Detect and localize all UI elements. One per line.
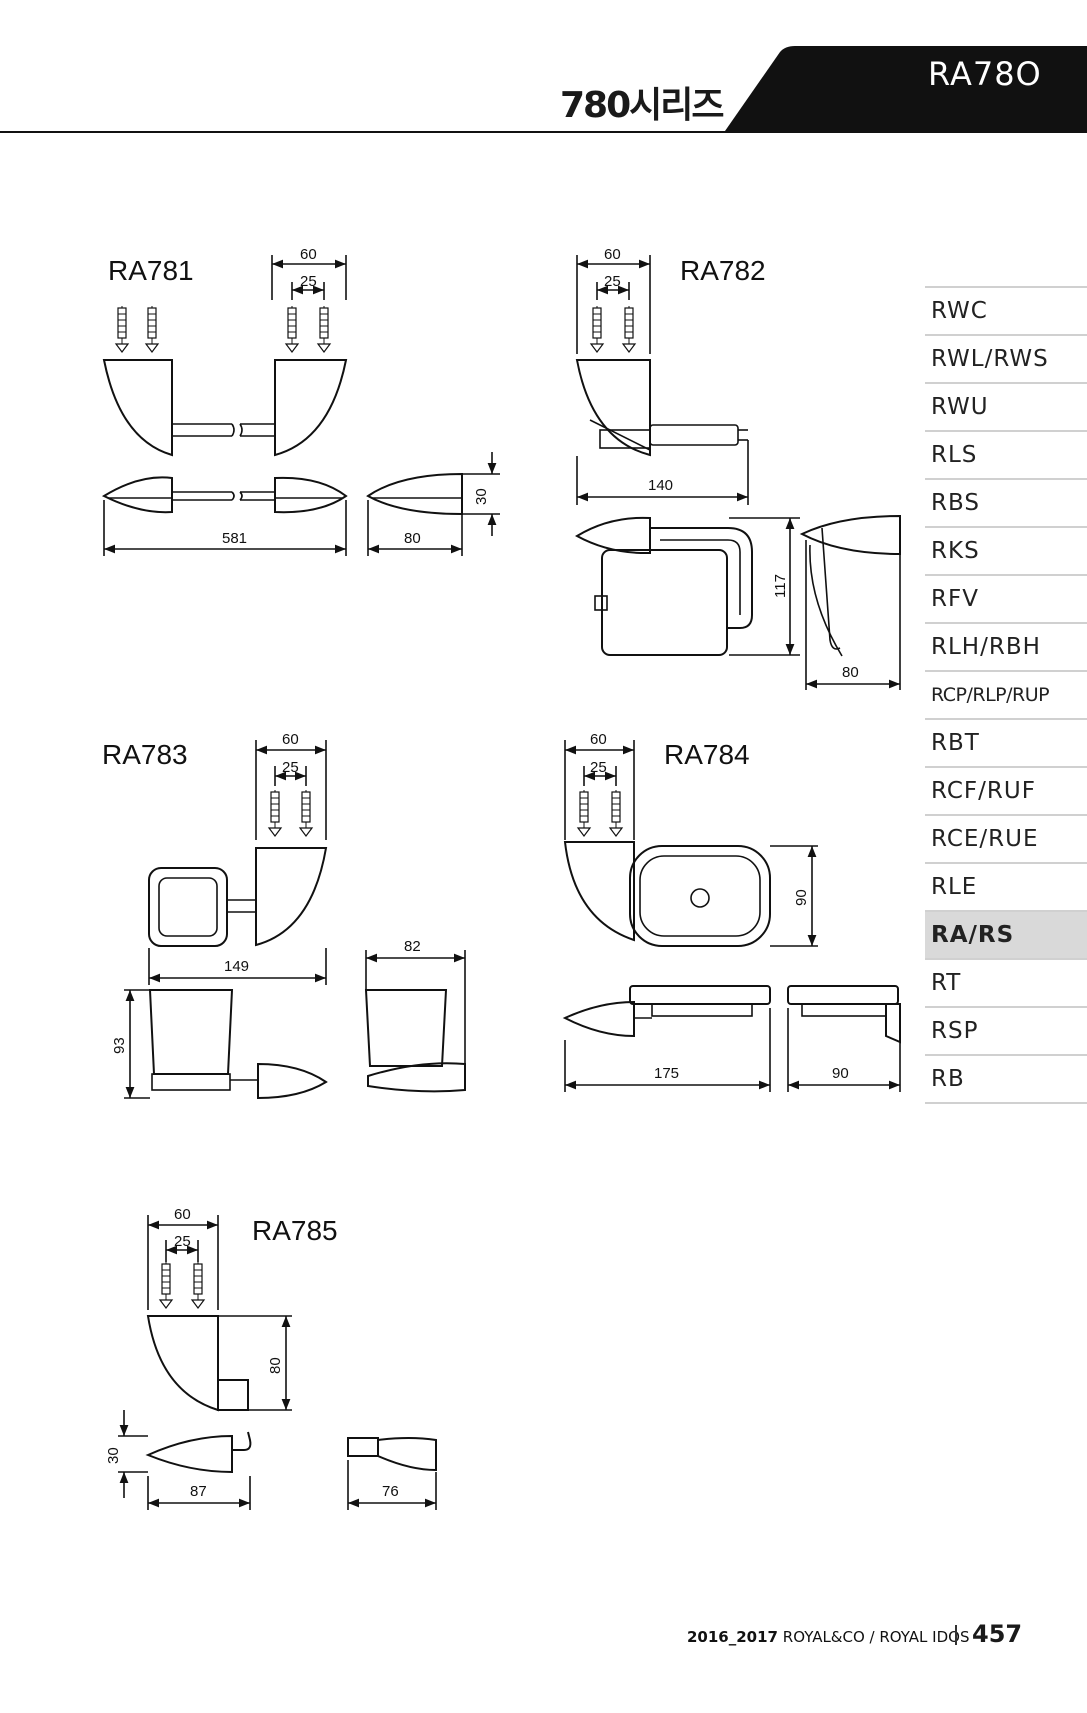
dim-width-60: 60: [300, 246, 317, 263]
product-code: RA782: [680, 255, 766, 286]
nav-item-rls[interactable]: RLS: [925, 430, 1087, 478]
product-ra781: RA781 60 25 581 80 30: [101, 246, 500, 556]
product-ra783: RA783 60 25 149 93 82: [102, 731, 466, 1100]
series-nav: RWC RWL/RWS RWU RLS RBS RKS RFV RLH/RBH …: [925, 286, 1087, 1104]
dim-height-93: 93: [111, 1037, 128, 1054]
dim-width-149: 149: [224, 958, 249, 975]
nav-item-rfv[interactable]: RFV: [925, 574, 1087, 622]
nav-item-rbs[interactable]: RBS: [925, 478, 1087, 526]
dim-hole-25: 25: [300, 273, 317, 290]
dim-depth-80: 80: [842, 664, 859, 681]
nav-item-rks[interactable]: RKS: [925, 526, 1087, 574]
header-rule: [0, 131, 1087, 133]
nav-item-rbt[interactable]: RBT: [925, 718, 1087, 766]
product-drawings: RA781 60 25 581 80 30: [101, 246, 901, 1510]
nav-item-rt[interactable]: RT: [925, 958, 1087, 1006]
dim-hole-25: 25: [282, 759, 299, 776]
product-ra784: RA784 60 25 90 175 90: [562, 731, 901, 1092]
dim-depth-90: 90: [832, 1065, 849, 1082]
header-tab-shape: [725, 46, 1087, 131]
nav-item-rle[interactable]: RLE: [925, 862, 1087, 910]
dim-depth-80: 80: [404, 530, 421, 547]
product-ra782: RA782 60 25 140 117 80: [574, 246, 901, 690]
dim-depth-82: 82: [404, 938, 421, 955]
series-title: 780시리즈: [560, 85, 725, 126]
dim-width-140: 140: [648, 477, 673, 494]
nav-item-rcp-rlp-rup[interactable]: RCP/RLP/RUP: [925, 670, 1087, 718]
dim-length-87: 87: [190, 1483, 207, 1500]
dim-width-60: 60: [174, 1206, 191, 1223]
dim-hole-25: 25: [590, 759, 607, 776]
footer-credit: 2016_2017 ROYAL&CO / ROYAL IDOS: [687, 1628, 969, 1646]
dim-length-76: 76: [382, 1483, 399, 1500]
dim-height-90: 90: [793, 889, 810, 906]
product-code: RA785: [252, 1215, 338, 1246]
dim-depth-30: 30: [105, 1447, 122, 1464]
nav-item-rlh-rbh[interactable]: RLH/RBH: [925, 622, 1087, 670]
nav-item-ra-rs[interactable]: RA/RS: [925, 910, 1087, 958]
dim-width-60: 60: [604, 246, 621, 263]
nav-item-rwl-rws[interactable]: RWL/RWS: [925, 334, 1087, 382]
footer-brand: ROYAL&CO / ROYAL IDOS: [782, 1628, 970, 1646]
dim-height-80: 80: [267, 1357, 284, 1374]
series-code: RA78O: [928, 55, 1042, 93]
nav-divider: [925, 1102, 1087, 1104]
page-number: 457: [972, 1620, 1023, 1648]
footer-separator: [955, 1625, 957, 1645]
nav-item-rsp[interactable]: RSP: [925, 1006, 1087, 1054]
dim-hole-25: 25: [174, 1233, 191, 1250]
nav-item-rb[interactable]: RB: [925, 1054, 1087, 1102]
nav-item-rwu[interactable]: RWU: [925, 382, 1087, 430]
footer-years: 2016_2017: [687, 1628, 778, 1646]
dim-hole-25: 25: [604, 273, 621, 290]
dim-length-175: 175: [654, 1065, 679, 1082]
nav-item-rcf-ruf[interactable]: RCF/RUF: [925, 766, 1087, 814]
product-ra785: RA785 60 25 80 30 87 76: [105, 1206, 437, 1510]
dim-length-581: 581: [222, 530, 247, 547]
product-code: RA783: [102, 739, 188, 770]
dim-width-60: 60: [590, 731, 607, 748]
dim-width-60: 60: [282, 731, 299, 748]
product-code: RA781: [108, 255, 194, 286]
nav-item-rwc[interactable]: RWC: [925, 286, 1087, 334]
product-code: RA784: [664, 739, 750, 770]
dim-height-117: 117: [772, 574, 789, 598]
nav-item-rce-rue[interactable]: RCE/RUE: [925, 814, 1087, 862]
dim-height-30: 30: [473, 488, 490, 505]
